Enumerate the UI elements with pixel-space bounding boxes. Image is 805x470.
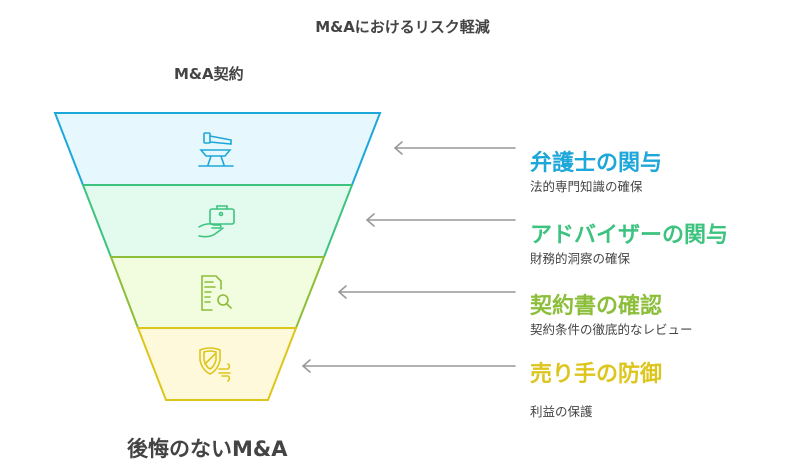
stage-4-heading: 売り手の防御 [530,362,663,387]
stage-3-heading: 契約書の確認 [530,294,663,319]
arrows [301,141,516,373]
document-search-icon [201,275,232,311]
bottom-label: 後悔のないM&A [127,437,288,461]
arrow-1 [393,141,516,155]
funnel-band-4 [136,327,298,401]
funnel-band-3 [109,256,326,329]
shield-wind-icon [199,347,231,382]
stage-3-description: 契約条件の徹底的なレビュー [530,322,693,337]
stage-1-description: 法的専門知識の確保 [530,179,643,194]
stage-1-heading: 弁護士の関与 [530,151,663,176]
stage-2-description: 財務的洞察の確保 [530,251,631,266]
arrow-3 [337,285,516,299]
top-label: M&A契約 [174,65,244,83]
stage-4-description: 利益の保護 [530,404,593,419]
briefcase-hand-icon [198,205,235,238]
arrow-2 [365,213,516,227]
diagram-title: M&Aにおけるリスク軽減 [315,18,490,36]
arrow-4 [301,359,516,373]
funnel-band-1 [53,112,382,186]
gavel-icon [198,132,234,167]
funnel-band-2 [81,184,354,258]
stage-2-heading: アドバイザーの関与 [530,223,729,248]
